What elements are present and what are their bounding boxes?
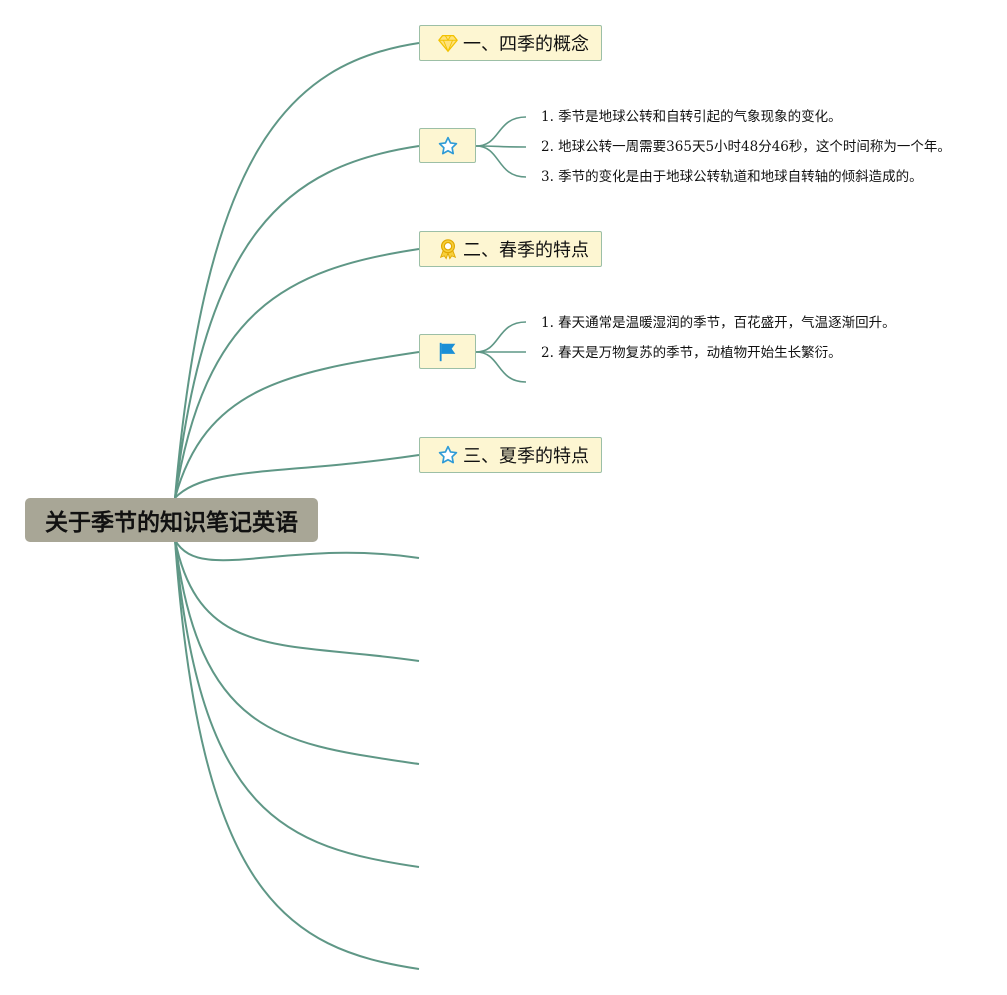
award-ribbon-icon xyxy=(437,238,459,260)
branch-connector xyxy=(174,539,420,868)
branch-connector xyxy=(174,248,420,499)
flag-icon xyxy=(437,341,459,363)
branch-connector xyxy=(174,145,420,499)
leaf-connector xyxy=(475,351,527,383)
leaf-connector xyxy=(475,116,527,147)
star-outline-icon xyxy=(437,444,459,466)
branch-connector xyxy=(174,539,420,970)
note-item[interactable]: 2. 地球公转一周需要365天5小时48分46秒，这个时间称为一个年。 xyxy=(541,139,951,155)
root-topic[interactable]: 关于季节的知识笔记英语 xyxy=(25,498,318,542)
diamond-icon xyxy=(437,32,459,54)
leaf-connector xyxy=(475,321,527,353)
topic-label: 三、夏季的特点 xyxy=(463,446,589,467)
topic-label: 二、春季的特点 xyxy=(463,240,589,261)
note-item[interactable]: 2. 春天是万物复苏的季节，动植物开始生长繁衍。 xyxy=(541,345,842,361)
star-outline-icon xyxy=(437,135,459,157)
note-item[interactable]: 1. 季节是地球公转和自转引起的气象现象的变化。 xyxy=(541,109,842,125)
branch-connector xyxy=(174,42,420,499)
topic-four-seasons-concept[interactable]: 一、四季的概念 xyxy=(419,25,602,61)
leaf-connector xyxy=(475,145,527,178)
note-item[interactable]: 1. 春天通常是温暖湿润的季节，百花盛开，气温逐渐回升。 xyxy=(541,315,896,331)
topic-summer-features[interactable]: 三、夏季的特点 xyxy=(419,437,602,473)
branch-connector xyxy=(174,539,420,765)
branch-connector xyxy=(174,454,420,499)
branch-connector xyxy=(174,539,420,562)
note-item[interactable]: 3. 季节的变化是由于地球公转轨道和地球自转轴的倾斜造成的。 xyxy=(541,169,923,185)
topic-star-notes[interactable] xyxy=(419,128,476,163)
branch-connector xyxy=(174,351,420,499)
branch-connector xyxy=(174,539,420,662)
topic-flag-notes[interactable] xyxy=(419,334,476,369)
topic-spring-features[interactable]: 二、春季的特点 xyxy=(419,231,602,267)
topic-label: 一、四季的概念 xyxy=(463,34,589,55)
